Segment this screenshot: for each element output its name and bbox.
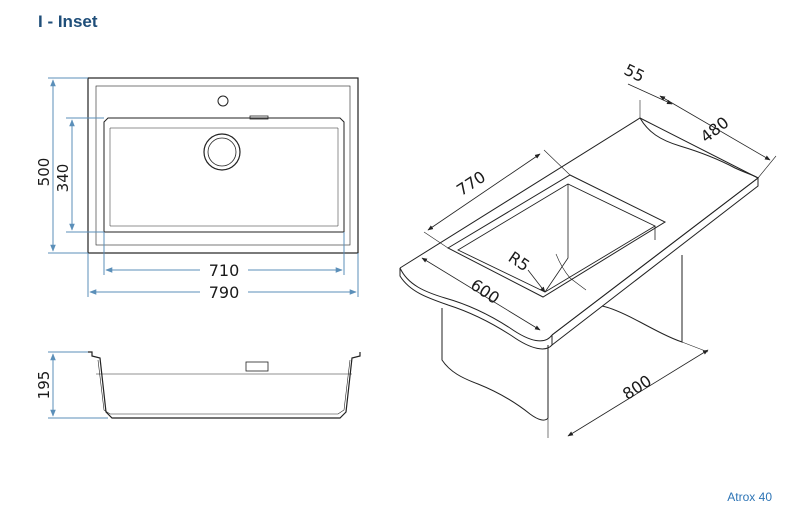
section-title: I - Inset [38,12,98,31]
dim-bowl-width: 710 [209,261,240,280]
tap-hole-icon [217,95,229,107]
bowl-outline [103,117,345,233]
drain-inner-icon [207,137,237,167]
isometric-view: 55 480 770 R5 600 800 [399,60,777,438]
model-name: Atrox 40 [727,490,772,504]
bowl-bottom-curve [555,253,587,291]
dim-line-r5 [527,269,546,293]
dim-bowl-height: 340 [54,164,72,193]
dim-line-600 [421,257,541,331]
countertop-top [399,117,759,336]
bowl-back-corner [544,184,569,293]
overflow-slot-icon [249,115,269,120]
ext-line [681,341,709,353]
dim-line-770 [427,153,541,231]
ext-line [757,155,777,179]
ext-line [543,149,571,176]
dim-rim-width: 55 [621,60,648,86]
dim-line-55 [627,83,673,105]
dim-line-800 [567,349,709,437]
cabinet-right-side [601,255,683,343]
sink-profile-outer [88,351,361,419]
cabinet-left-side [441,308,549,421]
dim-overall-height: 500 [35,158,53,187]
dim-cabinet-width: 800 [619,371,655,404]
top-view: 500 340 710 790 [35,77,359,302]
sink-profile-inner [97,359,351,415]
overflow-icon [245,361,269,372]
countertop-right-edge [551,176,759,346]
dim-line-480 [659,95,771,161]
bowl-inner [109,127,339,227]
drain-outer-icon [203,133,241,171]
dim-bowl-width-iso: 600 [467,275,503,308]
dim-depth: 195 [35,371,53,400]
sink-outline [87,77,359,254]
ext-line [423,231,449,249]
dim-cabinet-front: 480 [697,113,733,147]
sink-inner-rim [95,85,351,246]
dim-bowl-length: 770 [453,167,489,200]
dim-overall-width: 790 [209,283,240,302]
side-view: 195 [35,351,361,419]
bowl-opening [457,183,656,293]
